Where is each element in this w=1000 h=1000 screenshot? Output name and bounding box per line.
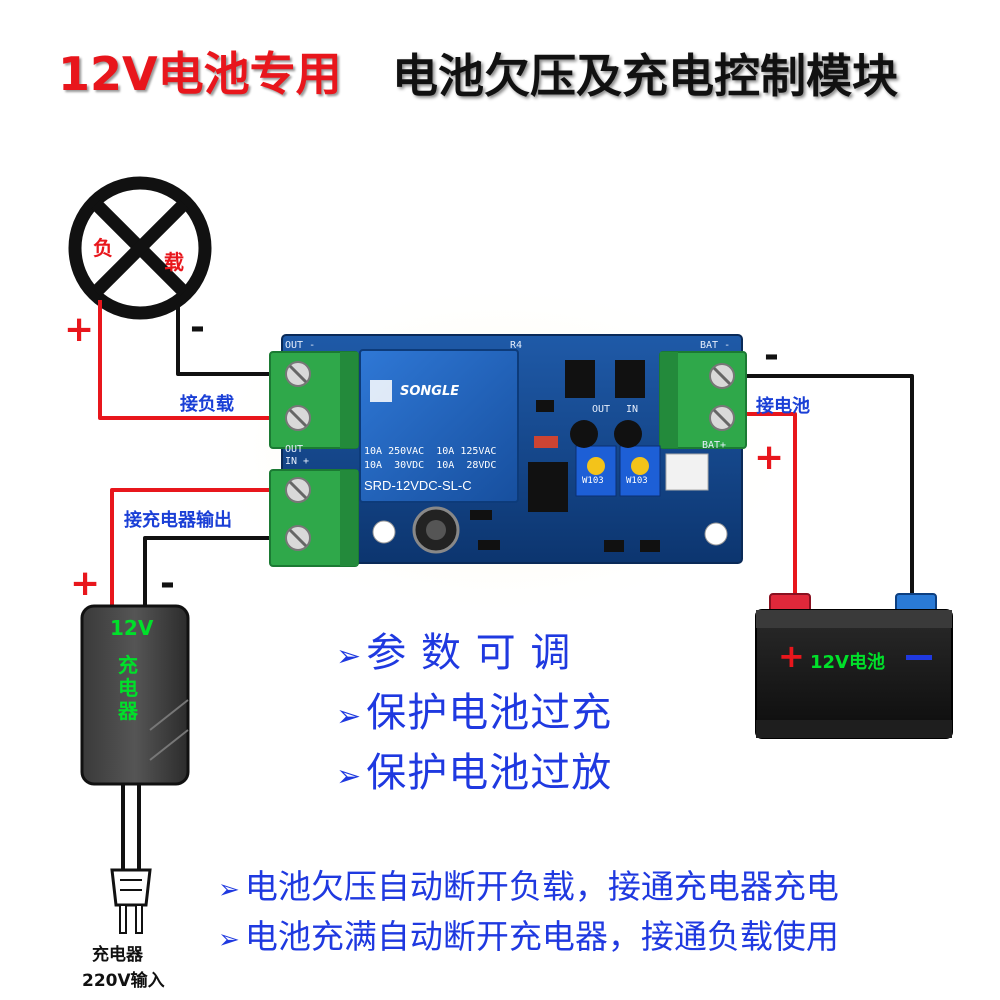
- title-right: 电池欠压及充电控制模块: [392, 49, 898, 103]
- relay: [359, 349, 519, 503]
- note-2: ➢ 电池充满自动断开充电器，接通负载使用: [218, 917, 839, 956]
- relay-spec-1: 10A 250VAC 10A 125VAC: [364, 446, 497, 457]
- label-connect-charger-output: 接充电器输出: [124, 510, 232, 531]
- arrow-icon: ➢: [218, 875, 240, 905]
- led-2: [614, 420, 642, 448]
- silk-in-plus: IN +: [285, 456, 310, 467]
- label-connect-battery: 接电池: [756, 396, 810, 417]
- relay-spec-2: 10A 30VDC 10A 28VDC: [364, 460, 497, 471]
- pot-label-2: W103: [626, 476, 648, 486]
- led-1: [570, 420, 598, 448]
- charger-name: 充 电 器: [118, 654, 138, 723]
- mount-hole-1: [372, 520, 396, 544]
- title-left: 12V电池专用: [58, 47, 342, 101]
- battery: [755, 593, 953, 739]
- charger-name-char-1: 充: [118, 653, 138, 677]
- label-connect-load: 接负载: [180, 394, 234, 415]
- charger: [80, 604, 190, 934]
- note-1: ➢ 电池欠压自动断开负载，接通充电器充电: [218, 867, 839, 906]
- plug: [110, 868, 152, 907]
- mount-hole-2: [704, 522, 728, 546]
- silk-out2: OUT: [592, 404, 611, 415]
- load-symbol: [68, 176, 212, 320]
- silk-out: OUT: [285, 444, 304, 455]
- pot-label-1: W103: [582, 476, 604, 486]
- battery-plus-sign: +: [754, 437, 785, 478]
- wires: [98, 300, 914, 610]
- jst-connector: [665, 453, 709, 491]
- load-plus-sign: +: [64, 309, 95, 350]
- arrow-icon: ➢: [336, 759, 362, 794]
- battery-label: 12V电池: [810, 652, 885, 673]
- load-char-2: 载: [164, 250, 184, 274]
- silk-bat-plus: BAT+: [702, 440, 727, 451]
- charger-minus-sign: -: [160, 563, 175, 604]
- wire-charger-minus: [143, 536, 298, 610]
- arrow-icon: ➢: [336, 639, 362, 674]
- battery-body-minus-mark: [906, 655, 932, 660]
- feature-3: ➢ 保护电池过放: [336, 750, 613, 796]
- load-minus-sign: -: [190, 307, 205, 348]
- relay-model: SRD-12VDC-SL-C: [364, 478, 472, 493]
- load-char-1: 负: [93, 236, 113, 260]
- silk-r4: R4: [510, 340, 523, 351]
- silk-in2: IN: [626, 404, 639, 415]
- charger-input-line-2: 220V输入: [82, 971, 165, 991]
- battery-minus-sign: -: [764, 335, 779, 376]
- arrow-icon: ➢: [336, 699, 362, 734]
- mosfet-1: [565, 360, 595, 398]
- wire-load-plus: [98, 300, 298, 420]
- wire-load-minus: [176, 300, 298, 376]
- wire-charger-plus: [110, 488, 298, 610]
- mosfet-2: [615, 360, 645, 398]
- feature-1: ➢ 参 数 可 调: [336, 630, 572, 676]
- charger-plus-sign: +: [70, 563, 101, 604]
- ic-chip: [528, 462, 568, 512]
- charger-voltage: 12V: [110, 616, 154, 640]
- silk-out-minus: OUT -: [285, 340, 316, 351]
- silk-bat-minus: BAT -: [700, 340, 731, 351]
- charger-input-line-1: 充电器: [92, 945, 143, 965]
- relay-brand: SONGLE: [400, 384, 460, 399]
- feature-2: ➢ 保护电池过充: [336, 690, 613, 736]
- arrow-icon: ➢: [218, 925, 240, 955]
- relay-module: [269, 334, 747, 567]
- wire-battery-minus: [720, 374, 914, 600]
- charger-name-char-3: 器: [118, 699, 138, 723]
- charger-name-char-2: 电: [118, 676, 138, 700]
- battery-body-plus: +: [778, 637, 805, 675]
